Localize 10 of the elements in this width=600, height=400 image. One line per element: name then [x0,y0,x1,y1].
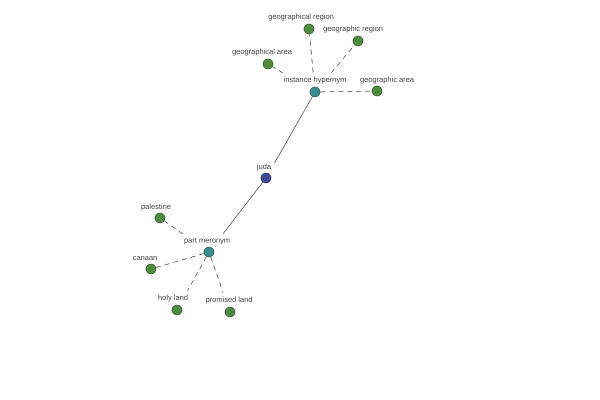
connector [210,256,224,293]
connector [187,256,207,291]
connector [274,96,313,164]
connector [309,34,314,73]
connector [156,253,204,268]
connector [330,44,355,74]
connector [272,66,284,74]
connector [320,90,372,92]
connector [222,182,264,234]
connector [164,220,184,234]
